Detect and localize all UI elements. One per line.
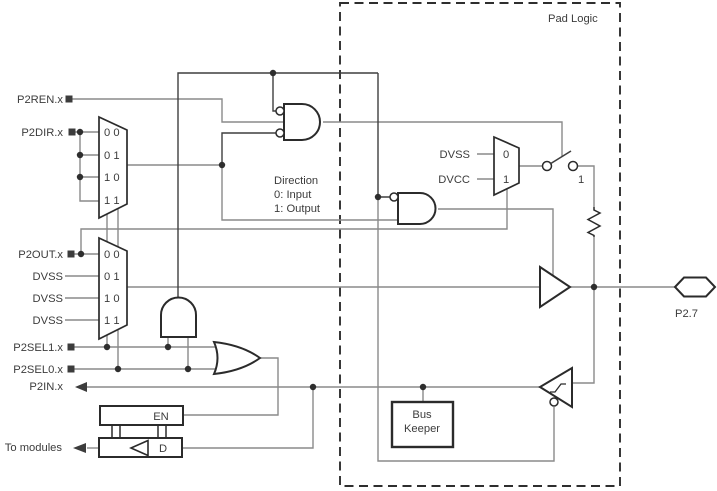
pad-symbol: [673, 276, 717, 298]
nand1-bubble-top: [275, 106, 285, 116]
junction-dots: [76, 69, 598, 391]
label-p2sel0: P2SEL0.x: [13, 364, 63, 376]
out-mux: [98, 236, 128, 341]
direction-note-line1: Direction: [274, 175, 318, 187]
d-latch-buffer-icon: [129, 439, 149, 457]
pull-mux-row-1: 1: [503, 174, 509, 186]
wire-resistor-to-schmitt: [572, 237, 595, 384]
wire-and-inputs: [167, 337, 189, 369]
pad-name-label: P2.7: [675, 308, 698, 320]
p2out-terminal: [67, 250, 75, 258]
label-dvss-1: DVSS: [33, 271, 63, 283]
out-mux-row-2: 0 1: [104, 271, 120, 283]
label-p2sel1: P2SEL1.x: [13, 342, 63, 354]
label-dvss-2: DVSS: [33, 293, 63, 305]
p2in-arrow: [75, 382, 87, 392]
switch-blade: [549, 150, 572, 165]
label-p2out: P2OUT.x: [18, 249, 63, 261]
switch-contact-right: [567, 160, 579, 172]
d-label: D: [159, 443, 167, 455]
wire-schmitt-enable: [377, 197, 555, 462]
input-schmitt-trigger: [538, 366, 573, 409]
label-p2in: P2IN.x: [29, 381, 63, 393]
nand1-bubble-bottom: [275, 128, 285, 138]
wire-p2dir-fanout: [79, 132, 99, 202]
nand2-bubble: [389, 192, 399, 202]
output-nand-gate: [397, 192, 437, 225]
pull-mux-label-dvss: DVSS: [440, 149, 470, 161]
dir-mux-row-3: 1 0: [104, 172, 120, 184]
latch-connectors: [111, 425, 167, 438]
en-label: EN: [153, 411, 169, 423]
pull-mux: [493, 135, 520, 197]
direction-note-line2: 0: Input: [274, 189, 312, 201]
dir-mux-row-1: 0 0: [104, 127, 120, 139]
p2sel0-terminal: [67, 365, 75, 373]
wire-nand1-to-switch: [323, 121, 563, 156]
wire-net-to-nand2: [377, 73, 390, 198]
en-latch-box: [99, 405, 184, 426]
wire-nand2-to-driver-enable: [438, 208, 554, 276]
pull-mux-row-0: 0: [503, 149, 509, 161]
pull-resistor: [586, 207, 602, 237]
wire-switch-to-resistor: [578, 165, 595, 207]
direction-note-line3: 1: Output: [274, 203, 321, 215]
switch-position-label: 1: [578, 174, 584, 186]
to-modules-arrow: [73, 443, 86, 453]
wire-direction-to-nand2: [221, 165, 398, 221]
wire-p2ren: [72, 98, 284, 123]
dir-mux-row-2: 0 1: [104, 150, 120, 162]
out-mux-row-3: 1 0: [104, 293, 120, 305]
wire-and-output-net: [177, 72, 378, 298]
wire-to-d-latch: [182, 387, 314, 449]
bus-keeper-box: [390, 400, 455, 449]
input-terminals: [65, 95, 76, 373]
output-driver: [539, 265, 572, 309]
dir-mux-row-4: 1 1: [104, 195, 120, 207]
sel-or-gate: [212, 340, 262, 376]
pull-switch: [541, 150, 579, 172]
bus-keeper-line2: Keeper: [404, 423, 440, 435]
pull-mux-label-dvcc: DVCC: [438, 174, 470, 186]
label-dvss-3: DVSS: [33, 315, 63, 327]
wire-net-to-nand1: [272, 73, 276, 112]
pad-logic-title: Pad Logic: [548, 13, 598, 25]
bus-keeper-line1: Bus: [412, 409, 432, 421]
p2sel1-terminal: [67, 343, 75, 351]
out-mux-row-4: 1 1: [104, 315, 120, 327]
p2dir-terminal: [68, 128, 76, 136]
wire-direction-to-nand1: [221, 132, 276, 165]
pad-logic-border: [339, 2, 621, 487]
dir-mux: [98, 115, 128, 220]
wire-dvss-stubs: [65, 275, 99, 321]
hysteresis-icon: [550, 383, 566, 393]
out-mux-row-1: 0 0: [104, 249, 120, 261]
schmitt-enable-bubble: [549, 397, 559, 407]
wire-dvss-dvcc-stubs: [477, 153, 494, 180]
p2ren-terminal: [65, 95, 73, 103]
label-to-modules: To modules: [5, 442, 63, 454]
sel-and-gate: [160, 296, 197, 338]
ren-nand-gate: [283, 103, 321, 141]
switch-contact-left: [541, 160, 553, 172]
label-p2dir: P2DIR.x: [21, 127, 63, 139]
label-p2ren: P2REN.x: [17, 94, 63, 106]
signal-wires: [65, 98, 675, 462]
